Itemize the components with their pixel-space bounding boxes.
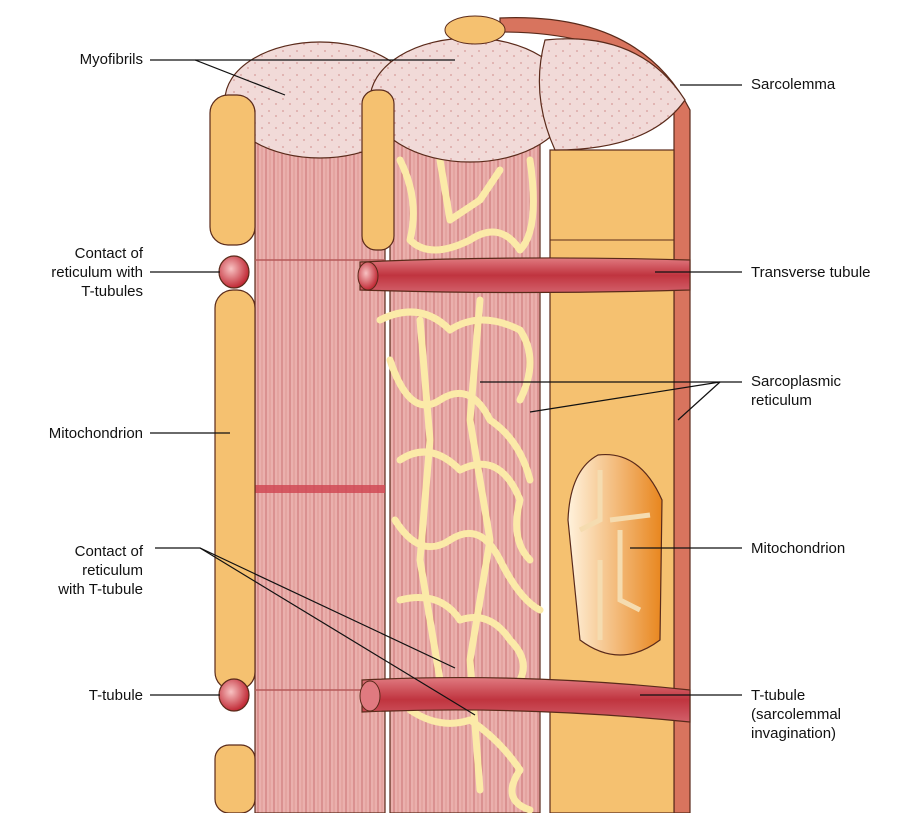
label-contact-t-tubules-line2: reticulum with — [10, 263, 143, 282]
label-mitochondrion-right: Mitochondrion — [751, 539, 845, 558]
label-t-tubule-right-line3: invagination) — [751, 724, 841, 743]
label-t-tubule-right-line1: T-tubule — [751, 686, 841, 705]
label-contact-t-tubule: Contact of reticulum with T-tubule — [10, 542, 143, 599]
label-contact-t-tubules: Contact of reticulum with T-tubules — [10, 244, 143, 301]
label-t-tubule-right: T-tubule (sarcolemmal invagination) — [751, 686, 841, 743]
label-t-tubule-left: T-tubule — [40, 686, 143, 705]
mitochondrion-cristae — [568, 455, 662, 655]
label-contact-t-tubule-line1: Contact of — [10, 542, 143, 561]
label-transverse-tubule: Transverse tubule — [751, 263, 871, 282]
mitochondrion-middle-column — [362, 90, 394, 250]
label-contact-t-tubule-line3: with T-tubule — [10, 580, 143, 599]
label-sarcoplasmic-line1: Sarcoplasmic — [751, 372, 841, 391]
t-tubule-contact-upper — [219, 256, 249, 288]
t-tubule-contact-lower — [219, 679, 249, 711]
label-mitochondrion-left: Mitochondrion — [0, 424, 143, 443]
label-t-tubule-right-line2: (sarcolemmal — [751, 705, 841, 724]
label-contact-t-tubule-line2: reticulum — [10, 561, 143, 580]
label-contact-t-tubules-line1: Contact of — [10, 244, 143, 263]
label-sarcoplasmic-line2: reticulum — [751, 391, 841, 410]
label-sarcolemma: Sarcolemma — [751, 75, 835, 94]
transverse-tubule-upper — [360, 258, 690, 293]
label-myofibrils: Myofibrils — [40, 50, 143, 69]
label-sarcoplasmic-reticulum: Sarcoplasmic reticulum — [751, 372, 841, 410]
label-contact-t-tubules-line3: T-tubules — [10, 282, 143, 301]
myofibril-right-top — [539, 39, 685, 150]
